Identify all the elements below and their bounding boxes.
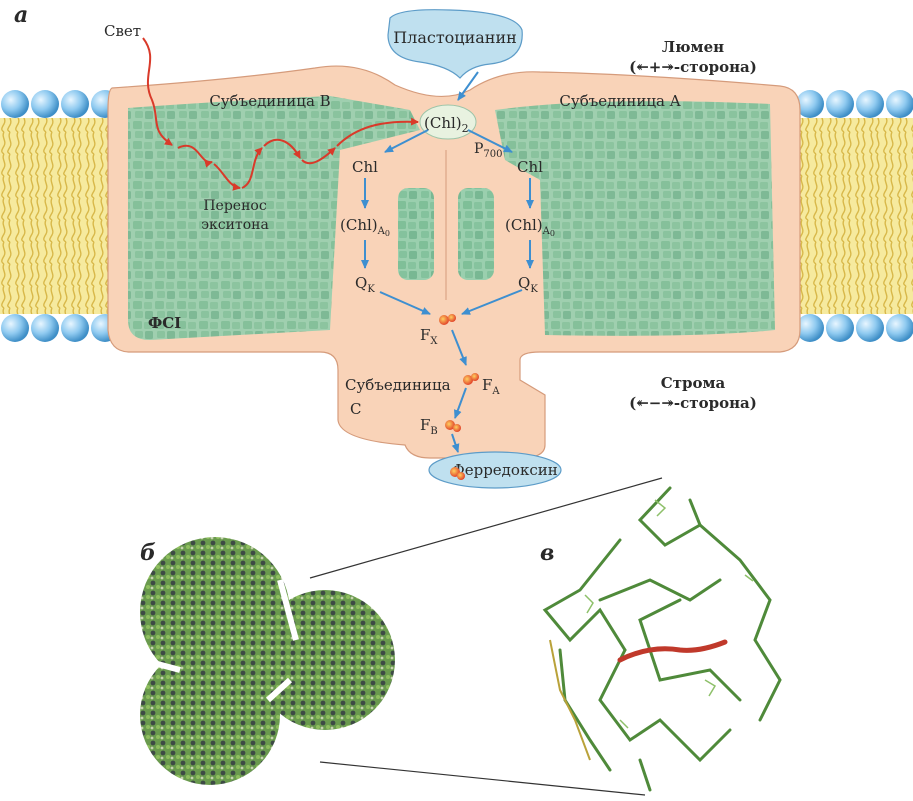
fb-label: FB <box>420 416 438 437</box>
lipid-head <box>856 314 884 342</box>
central-protein-left <box>398 188 434 280</box>
subunit-a-label: Субъединица A <box>559 92 680 110</box>
plastocyanin: Пластоцианин <box>387 9 523 79</box>
ferredoxin: Ферредоксин <box>428 451 562 489</box>
lumen-label: Люмен <box>662 38 724 56</box>
qk-right-label: QK <box>518 274 538 295</box>
central-protein-right <box>458 188 494 280</box>
subunit-c-label-line2: C <box>350 400 361 418</box>
zoom-line-bottom <box>319 761 646 796</box>
panel-label-v: в <box>540 540 554 566</box>
exciton-transfer-path <box>142 37 419 191</box>
lipid-head <box>886 314 913 342</box>
lipid-head <box>796 314 824 342</box>
lipid-head <box>856 90 884 118</box>
panel-label-b: б <box>140 540 156 566</box>
fa-label: FA <box>482 376 500 397</box>
membrane-right <box>790 118 913 314</box>
stroma-label: Строма <box>661 374 726 392</box>
subunit-b-label: Субъединица B <box>209 92 330 110</box>
chl-right-label: Chl <box>517 158 543 176</box>
chl-a0-right-label: (Chl)A0 <box>505 216 555 238</box>
stroma-side-label: (↞−↠-сторона) <box>629 394 757 412</box>
carotenoid-red-chain <box>617 639 728 663</box>
panel-label-a: а <box>14 2 28 28</box>
yellow-lipid-chain <box>549 639 591 761</box>
electron-transfer-arrows <box>361 71 534 453</box>
lipid-head <box>61 314 89 342</box>
lipid-head <box>796 90 824 118</box>
lipid-head <box>826 90 854 118</box>
subunit-a-protein <box>495 101 775 336</box>
qk-left-label: QK <box>355 274 375 295</box>
chl-left-label: Chl <box>352 158 378 176</box>
fx-label: FX <box>420 326 438 347</box>
lipid-head <box>1 90 29 118</box>
pigment-detail-green <box>584 499 754 729</box>
ferredoxin-label: Ферредоксин <box>452 461 557 479</box>
chl-a0-left-label: (Chl)A0 <box>340 216 390 238</box>
chl2-label: (Chl)2 <box>424 114 469 135</box>
lipid-head <box>31 314 59 342</box>
pigment-network-structure <box>542 486 782 792</box>
subunit-c-label-line1: Субъединица <box>345 376 451 394</box>
lipid-head <box>1 314 29 342</box>
p700-special-pair <box>419 104 477 140</box>
lipid-head <box>31 90 59 118</box>
psi-trimer-structure <box>140 537 395 785</box>
light-label: Свет <box>104 22 141 40</box>
fe-s-clusters <box>439 314 479 480</box>
lumen-side-label: (↞+↠-сторона) <box>629 58 757 76</box>
exciton-label-line1: Перенос <box>203 198 267 214</box>
lipid-head <box>61 90 89 118</box>
membrane-left <box>0 118 120 314</box>
lipid-head <box>886 90 913 118</box>
zoom-line-top <box>309 477 663 579</box>
lipid-head <box>826 314 854 342</box>
p700-label: P700 <box>474 141 503 160</box>
plastocyanin-label: Пластоцианин <box>393 28 517 47</box>
exciton-label-line2: экситона <box>201 217 269 233</box>
membrane-lipid-heads <box>1 90 913 342</box>
psi-label: ФСI <box>148 314 181 332</box>
